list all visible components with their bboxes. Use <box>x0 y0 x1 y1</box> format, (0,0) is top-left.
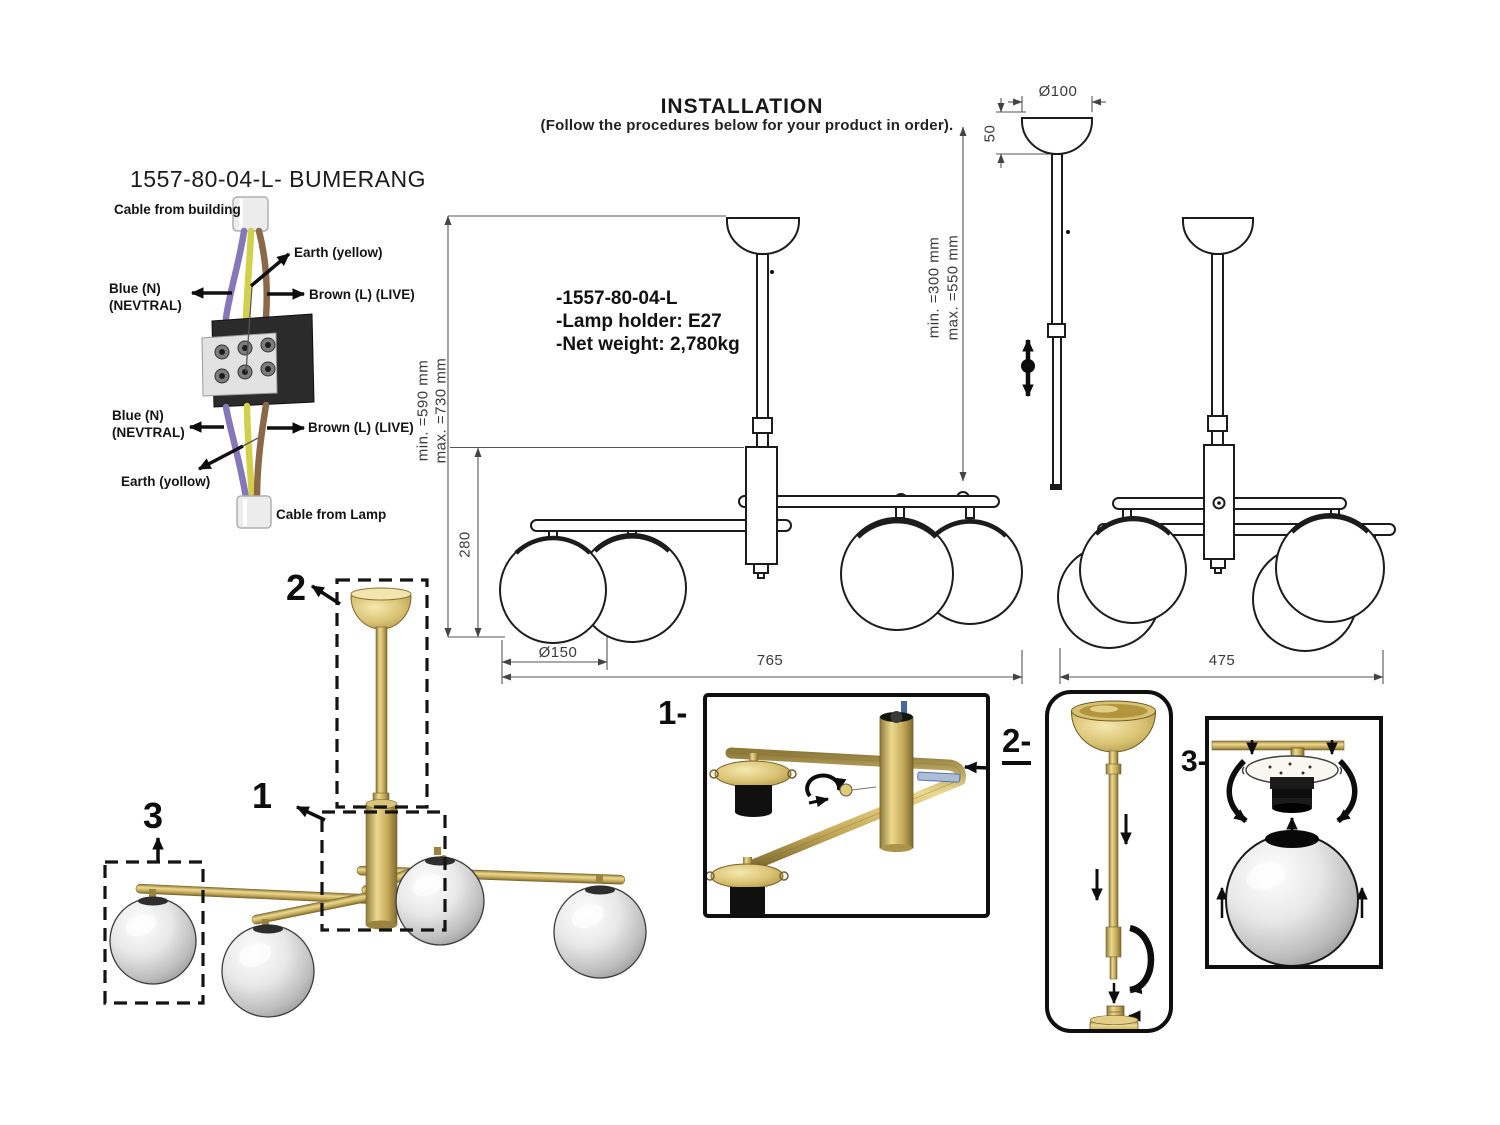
callout-box-3 <box>103 860 205 1005</box>
step3-illustration <box>1211 740 1368 967</box>
step1-column <box>879 701 914 852</box>
dim-overall-max: max. =730 mm <box>432 357 450 464</box>
step1-illustration <box>705 701 990 918</box>
label-blue-bottom: Blue (N) (NEVTRAL) <box>112 408 185 440</box>
dim-width-side: 475 <box>1208 652 1236 669</box>
callout-1: 1 <box>252 775 273 816</box>
label-blue-top: Blue (N) (NEVTRAL) <box>109 281 182 313</box>
height-adjust-arrow <box>1021 338 1035 398</box>
label-earth-bottom: Earth (yollow) <box>121 474 211 489</box>
callout-2: 2 <box>286 567 307 608</box>
product-model-title: 1557-80-04-L- BUMERANG <box>130 166 427 192</box>
step3-socket <box>1270 777 1314 813</box>
step1-panel <box>703 693 990 918</box>
step2-canopy-bowl <box>1070 700 1157 753</box>
step1-lower-socket <box>705 857 789 918</box>
dim-fixture-height: 280 <box>456 531 474 558</box>
wires-bottom <box>222 401 270 502</box>
step3-globe <box>1225 830 1359 967</box>
render-canopy <box>350 587 412 805</box>
side-view-drawing <box>1057 217 1396 684</box>
step2-label: 2- <box>1002 722 1032 765</box>
step1-insert-arrow <box>963 761 990 774</box>
spec-model: -1557-80-04-L <box>556 288 678 309</box>
step3-holder-disc <box>1241 755 1343 785</box>
product-specs: -1557-80-04-L -Lamp holder: E27 -Net wei… <box>556 287 740 356</box>
step1-label: 1- <box>658 694 688 731</box>
side-view-fixture <box>1057 217 1396 652</box>
step3-panel <box>1205 716 1383 969</box>
step2-arrows <box>1091 814 1155 1022</box>
dim-canopy-height: 50 <box>981 124 999 143</box>
callout-boxes <box>103 578 447 1005</box>
step2-rod <box>1105 750 1122 980</box>
step3-arm <box>1211 740 1345 751</box>
terminal-block <box>201 313 315 408</box>
step2-panel <box>1045 690 1173 1036</box>
canopy-detail-drawing <box>959 96 1106 490</box>
render-globe-pins <box>149 847 603 927</box>
wiring-arrows <box>188 252 306 471</box>
wiring-diagram <box>188 196 315 529</box>
dim-overall-min: min. =590 mm <box>414 359 432 462</box>
callout-3: 3 <box>143 795 164 836</box>
lamp-3d-render <box>103 578 647 1018</box>
page-title: INSTALLATION <box>660 95 824 118</box>
page-subtitle: (Follow the procedures below for your pr… <box>540 117 954 134</box>
dim-suspension-min: min. =300 mm <box>925 236 943 339</box>
label-cable-from-lamp: Cable from Lamp <box>276 507 387 522</box>
render-arms <box>135 855 626 925</box>
callout-arrows <box>152 584 341 861</box>
dim-globe-diameter: Ø150 <box>538 644 578 661</box>
dim-suspension-max: max. =550 mm <box>944 234 962 341</box>
label-brown-top: Brown (L) (LIVE) <box>309 287 415 302</box>
label-cable-from-building: Cable from building <box>114 202 241 217</box>
render-body <box>365 799 398 930</box>
step1-upper-socket <box>709 753 797 817</box>
spec-net-weight: -Net weight: 2,780kg <box>556 334 740 355</box>
step1-rotate-arrow <box>805 773 877 808</box>
step3-label: 3- <box>1181 745 1208 778</box>
dim-canopy-diameter: Ø100 <box>1038 83 1078 100</box>
step2-coupler <box>1089 1005 1139 1036</box>
cable-from-lamp-sheath <box>236 495 272 529</box>
callout-box-1 <box>320 810 447 932</box>
spec-lamp-holder: -Lamp holder: E27 <box>556 311 722 332</box>
render-globes <box>109 856 647 1018</box>
canopy-detail-parts <box>1021 117 1093 490</box>
label-brown-bottom: Brown (L) (LIVE) <box>308 420 414 435</box>
dim-width-front: 765 <box>756 652 784 669</box>
callout-box-2 <box>335 578 429 809</box>
wires-top <box>222 227 270 322</box>
step3-arrows <box>1216 740 1368 918</box>
canopy-detail-dims <box>959 96 1106 482</box>
step2-illustration <box>1070 700 1157 1036</box>
label-earth-top: Earth (yellow) <box>294 245 383 260</box>
